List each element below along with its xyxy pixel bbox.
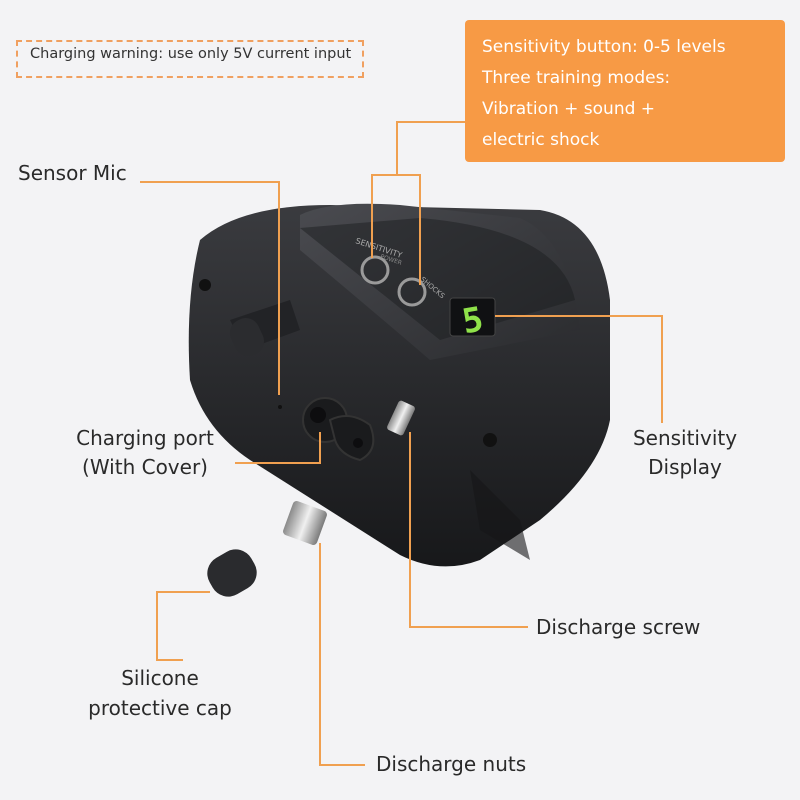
charging-warning-text: Charging warning: use only 5V current in… <box>30 46 352 62</box>
charging-port-cover <box>302 397 375 462</box>
silicone-cap-leader <box>156 591 210 661</box>
info-line-4: electric shock <box>482 130 600 150</box>
collar-receiver: SENSITIVITY POWER SHOCKS 5 <box>188 203 610 567</box>
info-line-1: Sensitivity button: 0-5 levels <box>482 37 726 57</box>
charging-port-leader <box>235 432 321 464</box>
sensor-mic-label: Sensor Mic <box>18 161 127 185</box>
sensitivity-button-fork <box>371 174 421 285</box>
silicone-cap-label-1: Silicone <box>121 666 199 690</box>
silicone-cap-label-2: protective cap <box>88 696 232 720</box>
discharge-nut <box>283 501 327 545</box>
sensor-mic-leader <box>140 181 280 395</box>
info-line-2: Three training modes: <box>482 68 671 88</box>
discharge-nuts-label: Discharge nuts <box>376 752 527 776</box>
leader-lines <box>140 121 663 766</box>
discharge-screw-leader <box>409 432 528 628</box>
silicone-cap <box>207 549 257 597</box>
charging-port-label-1: Charging port <box>76 426 214 450</box>
info-line-3: Vibration + sound + <box>482 99 656 119</box>
sensitivity-display-label-1: Sensitivity <box>632 426 738 450</box>
sensitivity-display-label-2: Display <box>648 455 722 479</box>
discharge-nuts-leader <box>319 543 365 766</box>
sensitivity-display-leader <box>495 315 663 423</box>
discharge-screw-device <box>387 400 415 436</box>
discharge-screw-label: Discharge screw <box>536 615 701 639</box>
charging-port-label-2: (With Cover) <box>82 455 208 479</box>
sensitivity-button-leader <box>396 121 465 175</box>
sensitivity-info-box <box>465 20 785 162</box>
charging-warning-box <box>16 40 364 78</box>
